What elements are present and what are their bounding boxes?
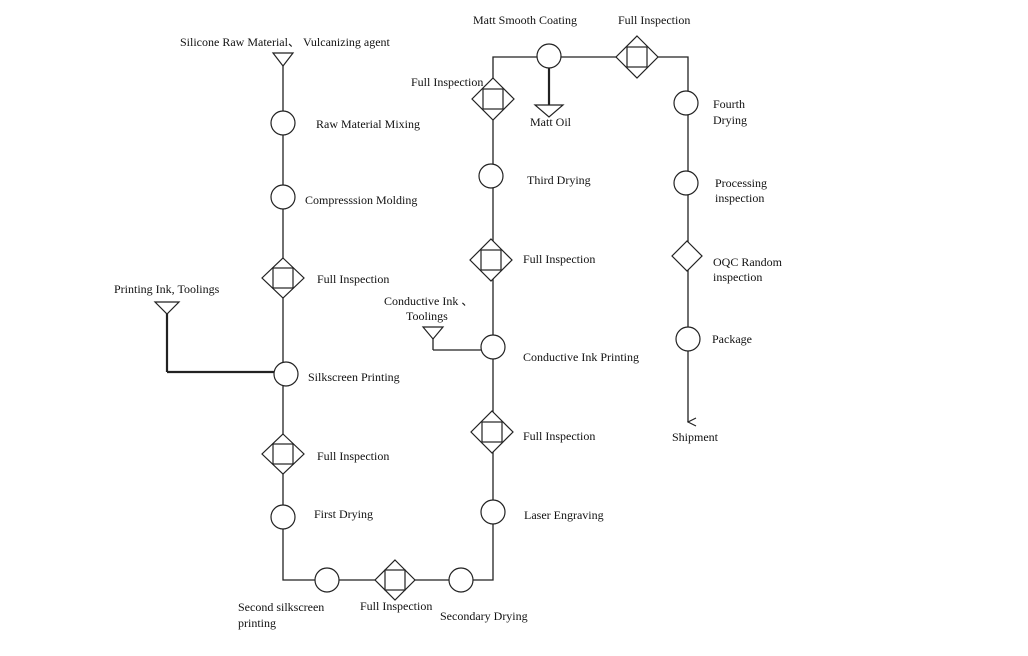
raw-material-input-triangle xyxy=(271,52,295,67)
full-inspection-symbol-4 xyxy=(470,410,514,454)
material-inputs xyxy=(153,52,565,340)
processing-inspection-label-line1: Processing xyxy=(715,176,767,190)
secondary-drying-label: Secondary Drying xyxy=(440,609,528,623)
oqc-random-inspection-diamond xyxy=(671,240,703,272)
full-inspection-symbol-2 xyxy=(261,433,305,475)
shipment-label: Shipment xyxy=(672,430,719,444)
raw-material-mixing-label: Raw Material Mixing xyxy=(316,117,420,131)
full-inspection-symbol-1 xyxy=(261,257,305,299)
second-silkscreen-node xyxy=(314,567,340,593)
second-silkscreen-label-line1: Second silkscreen xyxy=(238,600,324,614)
full-inspection-label-6: Full Inspection xyxy=(411,75,483,89)
full-inspection-label-5: Full Inspection xyxy=(523,252,595,266)
oqc-random-inspection-label-line2: inspection xyxy=(713,270,762,284)
third-drying-label: Third Drying xyxy=(527,173,591,187)
full-inspection-symbol-7 xyxy=(615,35,659,79)
package-node xyxy=(675,326,701,352)
full-inspection-label-3: Full Inspection xyxy=(360,599,432,613)
first-drying-label: First Drying xyxy=(314,507,373,521)
conductive-ink-toolings-label-line1: Conductive Ink 、 xyxy=(384,294,473,308)
third-drying-node xyxy=(478,163,504,189)
fourth-drying-label-line1: Fourth xyxy=(713,97,745,111)
full-inspection-label-4: Full Inspection xyxy=(523,429,595,443)
laser-engraving-node xyxy=(480,499,506,525)
laser-engraving-label: Laser Engraving xyxy=(524,508,604,522)
compression-molding-node xyxy=(270,184,296,210)
silkscreen-printing-node xyxy=(273,361,299,387)
second-silkscreen-label-line2: printing xyxy=(238,616,276,630)
processing-inspection-node xyxy=(673,170,699,196)
processing-inspection-label-line2: inspection xyxy=(715,191,764,205)
oqc-random-inspection-label-line1: OQC Random xyxy=(713,255,783,269)
package-label: Package xyxy=(712,332,752,346)
printing-ink-toolings-label: Printing Ink, Toolings xyxy=(114,282,220,296)
conductive-ink-printing-node xyxy=(480,334,506,360)
fourth-drying-label-line2: Drying xyxy=(713,113,747,127)
silkscreen-printing-label: Silkscreen Printing xyxy=(308,370,400,384)
matt-smooth-coating-label: Matt Smooth Coating xyxy=(473,13,577,27)
conductive-ink-printing-label: Conductive Ink Printing xyxy=(523,350,639,364)
full-inspection-label-2: Full Inspection xyxy=(317,449,389,463)
fourth-drying-node xyxy=(673,90,699,116)
raw-materials-label: Silicone Raw Material、 Vulcanizing agent xyxy=(180,35,391,49)
matt-oil-label: Matt Oil xyxy=(530,115,572,129)
compression-molding-label: Compresssion Molding xyxy=(305,193,417,207)
full-inspection-label-1: Full Inspection xyxy=(317,272,389,286)
printing-ink-input-triangle xyxy=(153,301,181,315)
raw-material-mixing-node xyxy=(270,110,296,136)
full-inspection-symbol-3 xyxy=(374,559,416,601)
labels: Silicone Raw Material、 Vulcanizing agent… xyxy=(114,13,783,630)
matt-oil-input-triangle xyxy=(533,104,565,118)
secondary-drying-node xyxy=(448,567,474,593)
full-inspection-label-7: Full Inspection xyxy=(618,13,690,27)
full-inspection-symbol-6 xyxy=(471,77,515,121)
conductive-ink-input-triangle xyxy=(421,326,445,340)
inspection-nodes xyxy=(261,35,703,601)
flow-line xyxy=(282,56,688,581)
first-drying-node xyxy=(270,504,296,530)
matt-smooth-coating-node xyxy=(536,43,562,69)
operation-nodes xyxy=(270,43,701,593)
full-inspection-symbol-5 xyxy=(469,238,513,282)
conductive-ink-toolings-label-line2: Toolings xyxy=(406,309,448,323)
